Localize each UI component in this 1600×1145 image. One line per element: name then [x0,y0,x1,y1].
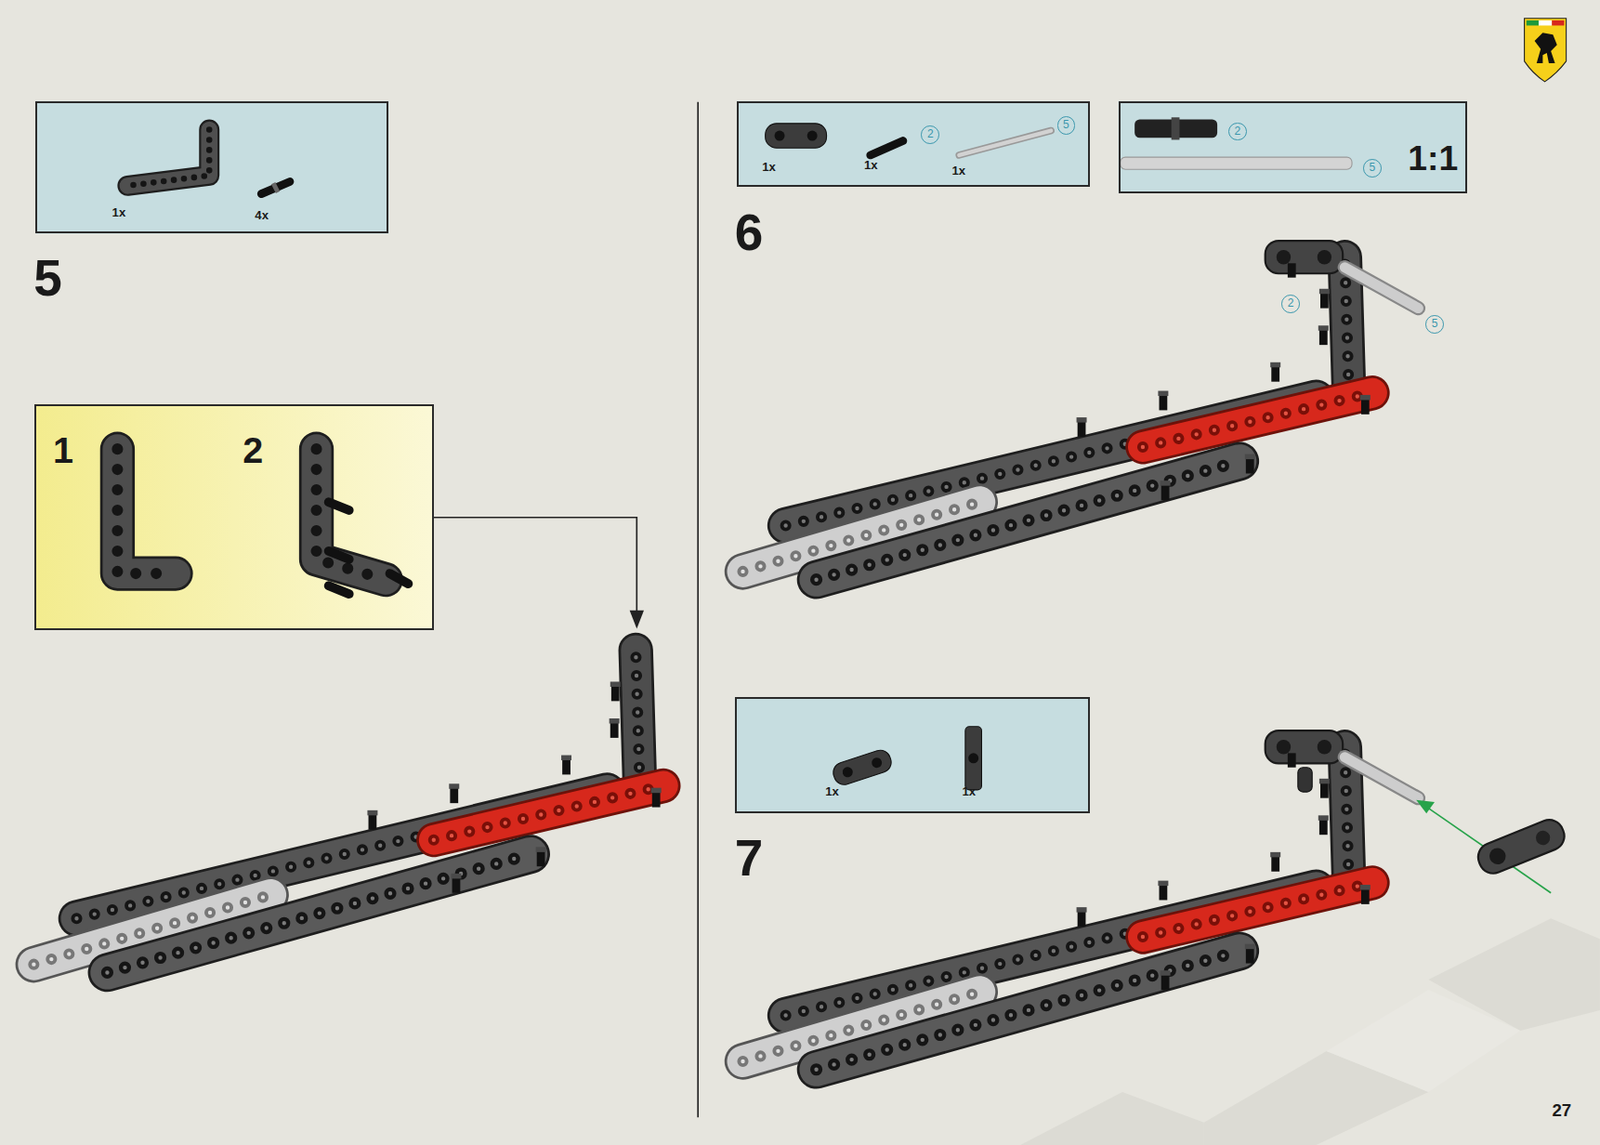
callout-number: 2 [1228,122,1247,142]
detail-inset: 12 [34,404,433,630]
part-count: 1x [761,160,776,173]
part-count: 1x [951,164,966,177]
parts-box: 1x 1x 2 1x 5 [736,101,1090,187]
parts-box: 1x 1x [734,696,1090,814]
part-count: 4x [254,209,269,222]
step-number: 6 [734,207,764,259]
callout-number: 2 [1281,294,1300,314]
callout-number: 5 [1057,116,1076,135]
step-number: 7 [734,832,764,884]
part-count: 1x [112,206,127,219]
step-number: 5 [33,252,63,304]
scale-label: 1:1 [1407,141,1458,176]
callout-number: 2 [920,125,940,145]
scale-box: 2 5 1:1 [1118,101,1469,194]
callout-number: 5 [1425,314,1444,334]
part-count: 1x [961,785,976,798]
parts-box: 1x 4x [35,101,389,235]
sub-step-number: 1 [52,432,74,470]
sub-step-number: 2 [242,432,263,470]
part-count: 1x [825,785,840,798]
part-count: 1x [864,158,879,171]
callout-number: 5 [1363,158,1382,178]
page-number: 27 [1551,1101,1572,1120]
